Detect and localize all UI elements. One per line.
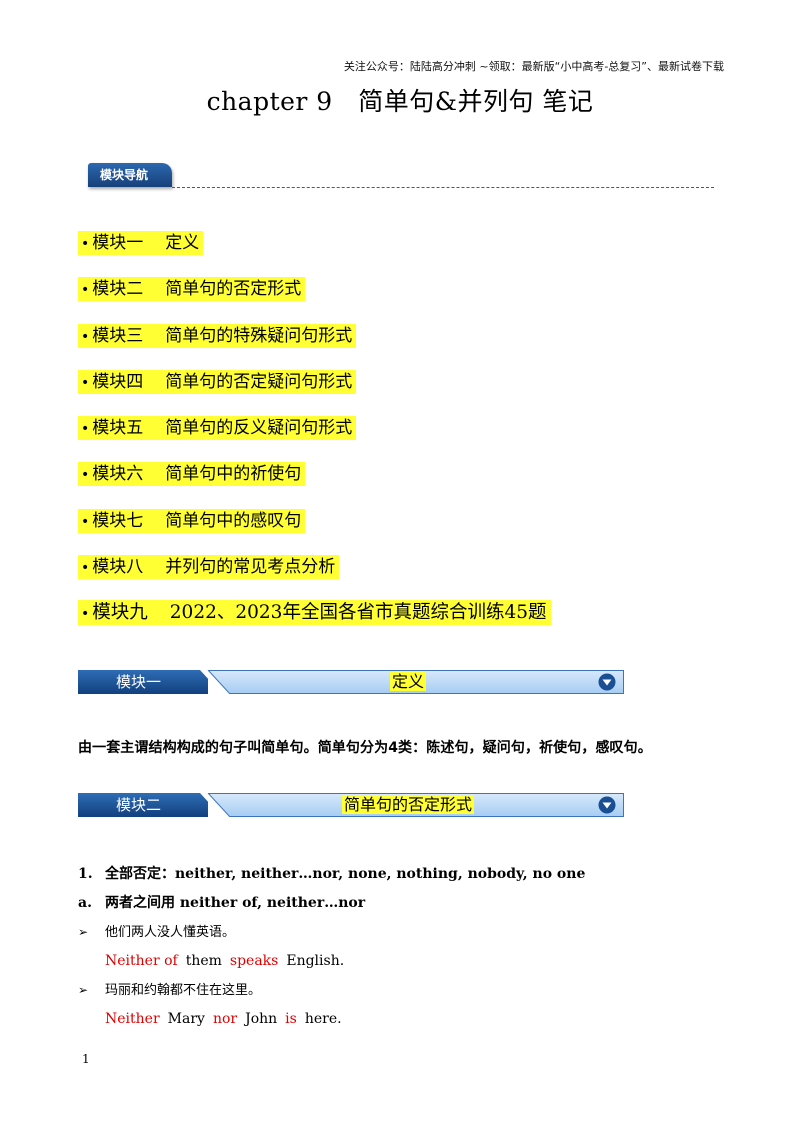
section-label: 模块二 [78, 793, 208, 817]
page-number: 1 [82, 1052, 90, 1066]
module-menu: •模块一定义 •模块二简单句的否定形式 •模块三简单句的特殊疑问句形式 •模块四… [78, 230, 551, 647]
chevron-down-icon[interactable] [598, 673, 616, 691]
menu-item-2[interactable]: •模块二简单句的否定形式 [78, 276, 551, 322]
chevron-down-icon[interactable] [598, 796, 616, 814]
example-cn: ➢玛丽和约翰都不住在这里。 [78, 976, 738, 1005]
nav-divider [172, 187, 714, 188]
section-title: 定义 [389, 672, 426, 691]
section-label: 模块一 [78, 670, 208, 694]
menu-item-8[interactable]: •模块八并列句的常见考点分析 [78, 554, 551, 600]
section2-content: 1.全部否定：neither, neither…nor, none, nothi… [78, 860, 738, 1034]
nav-tag: 模块导航 [88, 163, 172, 187]
sub-point-heading: a.两者之间用 neither of, neither…nor [78, 895, 366, 911]
menu-item-3[interactable]: •模块三简单句的特殊疑问句形式 [78, 323, 551, 369]
menu-item-1[interactable]: •模块一定义 [78, 230, 551, 276]
banner-slash [200, 670, 230, 694]
section-title: 简单句的否定形式 [341, 795, 474, 814]
example-cn: ➢他们两人没人懂英语。 [78, 918, 738, 947]
section-banner-2: 模块二 简单句的否定形式 [78, 793, 624, 817]
menu-item-6[interactable]: •模块六简单句中的祈使句 [78, 461, 551, 507]
section-banner-1: 模块一 定义 [78, 670, 624, 694]
menu-item-4[interactable]: •模块四简单句的否定疑问句形式 [78, 369, 551, 415]
header-note: 关注公众号：陆陆高分冲刺 ~领取：最新版“小中高考-总复习”、最新试卷下载 [343, 60, 724, 73]
page-title: chapter 9 简单句&并列句 笔记 [206, 87, 594, 116]
definition-text: 由一套主谓结构构成的句子叫简单句。简单句分为4类：陈述句，疑问句，祈使句，感叹句… [78, 740, 652, 756]
point-heading: 1.全部否定：neither, neither…nor, none, nothi… [78, 866, 586, 882]
menu-item-7[interactable]: •模块七简单句中的感叹句 [78, 508, 551, 554]
banner-slash [200, 793, 230, 817]
menu-item-5[interactable]: •模块五简单句的反义疑问句形式 [78, 415, 551, 461]
arrow-bullet-icon: ➢ [78, 983, 89, 997]
arrow-bullet-icon: ➢ [78, 925, 89, 939]
